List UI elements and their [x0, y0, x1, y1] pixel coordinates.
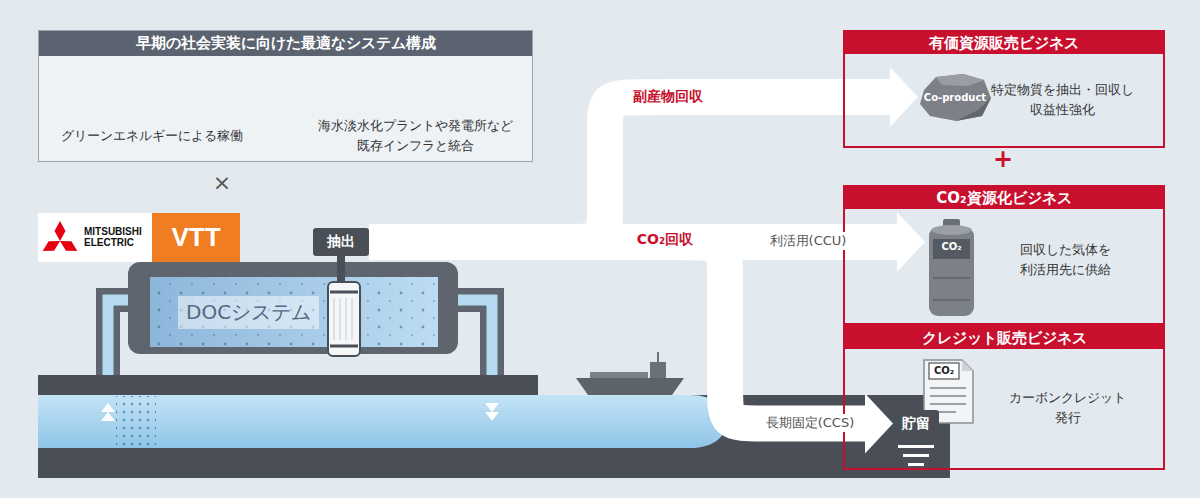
doc-housing: [150, 277, 438, 347]
panel-heading: クレジット販売ビジネス: [845, 327, 1163, 349]
mark-shape: [40, 236, 63, 256]
label-slot: CO₂回収: [630, 231, 700, 249]
icon-caption: 海水淡水化プラントや発電所など 既存インフラと統合: [312, 116, 519, 155]
doc-housing: [330, 291, 358, 294]
water: [38, 395, 727, 448]
water: [116, 396, 156, 448]
tank-shape: [933, 299, 970, 301]
storage-layers: [898, 445, 934, 466]
rock-label: Co-product: [924, 92, 986, 103]
box-label: DOCシステム: [178, 296, 319, 329]
plus-symbol: +: [990, 145, 1016, 173]
mark-shape: [57, 236, 80, 256]
ship: [657, 352, 659, 362]
ship: [576, 352, 684, 395]
panel-heading: 有価資源販売ビジネス: [845, 32, 1163, 54]
edge-label-slot: 利活用(CCU): [768, 232, 849, 250]
gas-tank: CO₂: [925, 218, 978, 318]
doc-housing: [334, 298, 352, 340]
water: [485, 403, 499, 412]
doc-housing: [128, 262, 458, 354]
label-slot: 海水淡水化プラントや発電所など 既存インフラと統合: [312, 116, 519, 155]
panel-heading: 早期の社会実装に向けた最適なシステム構成: [39, 31, 532, 56]
cert-shape: [929, 363, 959, 379]
logo-text: MITSUBISHI ELECTRIC: [84, 227, 148, 248]
water: [101, 412, 115, 421]
panel-body: カーボンクレジット 発行: [1005, 388, 1130, 427]
tank-shape: [929, 227, 974, 316]
storage-layers: [898, 445, 934, 448]
edge-label-slot: 長期固定(CCS): [764, 414, 857, 432]
doc-housing: [150, 277, 438, 347]
storage-layers: [908, 463, 924, 466]
label-slot: グリーンエネルギーによる稼働: [52, 126, 252, 146]
ship: [576, 378, 684, 395]
tank-label: CO₂: [941, 241, 961, 252]
water: [38, 395, 727, 448]
panel-body: 特定物質を抽出・回収し 収益性強化: [987, 80, 1137, 119]
panel-heading: CO₂資源化ビジネス: [845, 187, 1163, 209]
business-panel: CO₂資源化ビジネス回収した気体を 利活用先に供給 CO₂: [843, 185, 1165, 325]
tank-shape: [932, 225, 972, 235]
cert-shape: [962, 360, 973, 371]
business-panel: 有価資源販売ビジネス特定物質を抽出・回収し 収益性強化Co-product: [843, 30, 1165, 148]
rock-shape: [936, 74, 984, 86]
storage-layers: [903, 454, 929, 457]
tank-shape: [933, 239, 970, 259]
mark-shape: [55, 221, 66, 241]
doc-housing: [337, 255, 345, 283]
edge-label: 副産物回収: [631, 88, 705, 106]
co-product-rock: Co-product: [918, 72, 992, 122]
edge-label: 利活用(CCU): [768, 232, 849, 250]
box-label: 貯留: [902, 415, 930, 433]
label-slot: ×: [208, 170, 236, 195]
water: [485, 412, 499, 421]
cert-shape: [930, 388, 966, 412]
times-symbol: ×: [208, 170, 236, 195]
doc-system-box: DOCシステム: [150, 277, 438, 347]
logo-box: VTT: [152, 213, 240, 262]
edge-label: 長期固定(CCS): [764, 414, 857, 432]
ground: [38, 375, 950, 478]
water: [101, 403, 115, 412]
flow-label: CO₂回収: [630, 231, 700, 249]
tank-shape: [933, 277, 970, 279]
box-label: 抽出: [327, 233, 355, 251]
icon-caption: グリーンエネルギーによる稼働: [52, 126, 252, 146]
tank-shape: [925, 218, 978, 318]
doc-housing: [330, 345, 358, 348]
label-slot: +: [990, 145, 1016, 173]
business-panel: クレジット販売ビジネスカーボンクレジット 発行 CO₂: [843, 325, 1165, 470]
rock-shape: [920, 74, 991, 121]
mark-shape: [40, 221, 80, 256]
ship: [650, 362, 666, 378]
doc-housing: [128, 255, 458, 356]
logo-text: VTT: [171, 222, 220, 253]
extract-box: 抽出: [313, 228, 369, 256]
logo-box: MITSUBISHI ELECTRIC: [38, 213, 152, 262]
doc-housing: [328, 282, 360, 356]
panel-body: 回収した気体を 利活用先に供給: [1015, 240, 1115, 279]
storage-tag: 貯留: [893, 410, 939, 437]
flow-arrow: [369, 242, 865, 424]
edge-label-slot: 副産物回収: [631, 88, 705, 106]
ship: [590, 372, 648, 378]
mark-shape: [40, 219, 82, 257]
certificate-label: CO₂: [930, 365, 958, 376]
